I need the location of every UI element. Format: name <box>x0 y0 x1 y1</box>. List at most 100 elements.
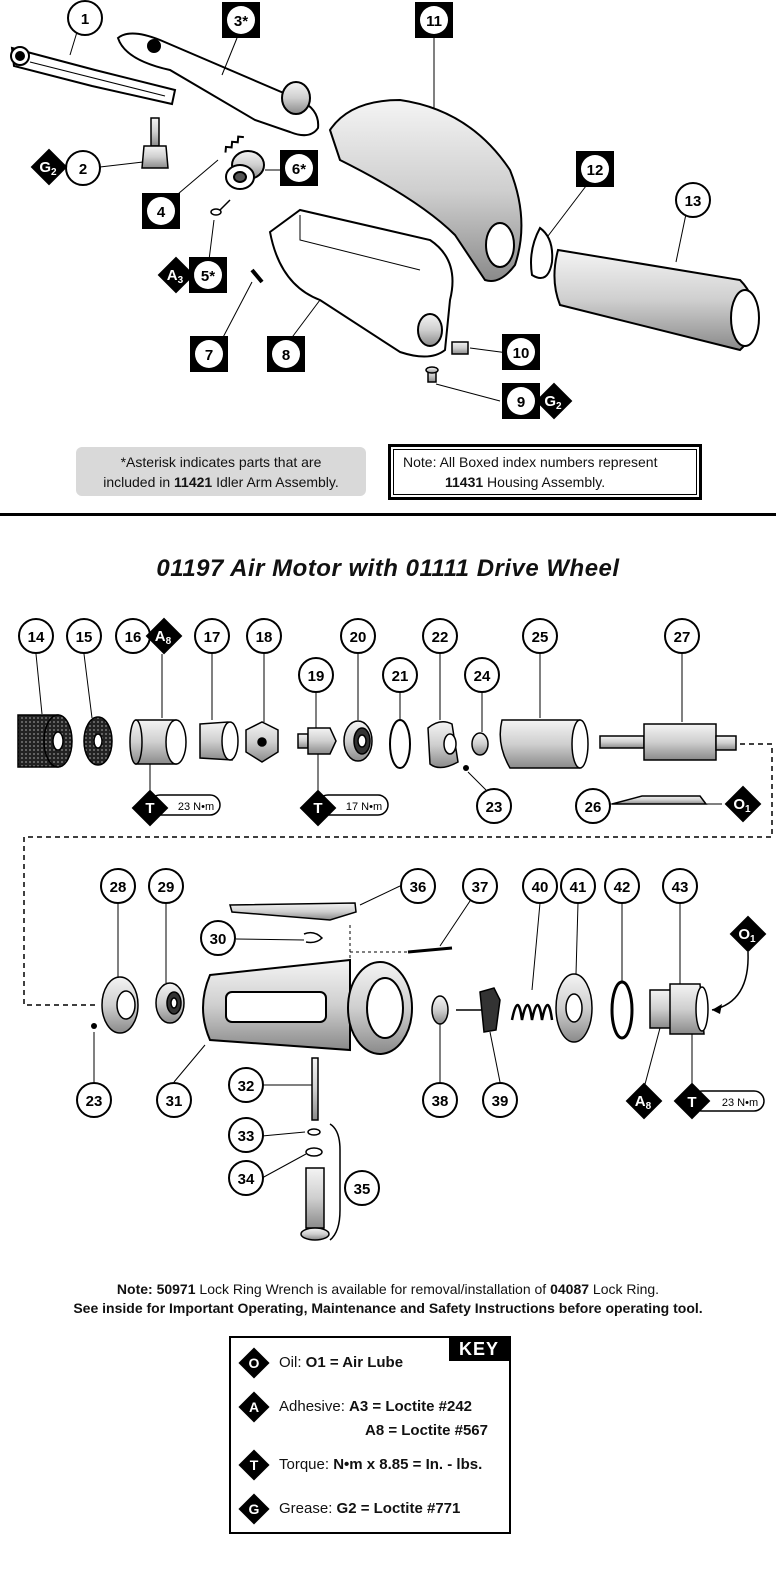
asterisk-note-line2: included in 11421 Idler Arm Assembly. <box>103 474 339 490</box>
part-5-drawing <box>210 199 231 216</box>
callout-23-top: 23 <box>476 788 512 824</box>
callout-17: 17 <box>194 618 230 654</box>
callout-14: 14 <box>18 618 54 654</box>
svg-text:29: 29 <box>158 879 175 896</box>
svg-text:6*: 6* <box>292 161 306 178</box>
svg-text:39: 39 <box>492 1093 509 1110</box>
svg-text:34: 34 <box>238 1171 255 1188</box>
svg-text:15: 15 <box>76 629 93 646</box>
svg-text:11: 11 <box>426 13 442 30</box>
svg-text:38: 38 <box>432 1093 449 1110</box>
part-4-drawing <box>224 135 244 153</box>
assembly-dashed-path <box>23 743 773 1006</box>
callout-40: 40 <box>522 868 558 904</box>
part-10-drawing <box>451 341 469 355</box>
callout-8-boxed: 8 <box>267 336 305 372</box>
part-32-drawing <box>311 1057 319 1121</box>
svg-text:5*: 5* <box>201 268 215 285</box>
svg-text:28: 28 <box>110 879 127 896</box>
callout-21: 21 <box>382 657 418 693</box>
svg-text:13: 13 <box>685 193 702 210</box>
callout-7-boxed: 7 <box>190 336 228 372</box>
adhesive-diamond-icon: A <box>238 1391 270 1423</box>
part-1-drawing <box>10 46 177 106</box>
callout-28: 28 <box>100 868 136 904</box>
part-17-drawing <box>199 721 239 761</box>
part-6-drawing <box>225 150 265 190</box>
part-9-drawing <box>425 366 439 383</box>
svg-text:35: 35 <box>354 1181 371 1198</box>
callout-16: 16 <box>115 618 151 654</box>
callout-10-boxed: 10 <box>502 334 540 370</box>
code-a3-diamond: A3 <box>157 256 195 294</box>
callout-18: 18 <box>246 618 282 654</box>
svg-text:7: 7 <box>205 347 213 364</box>
callout-2: 2 <box>65 150 101 186</box>
middle-leader-lines <box>35 653 722 805</box>
callout-22: 22 <box>422 618 458 654</box>
svg-text:37: 37 <box>472 879 489 896</box>
part-18-drawing <box>245 721 279 763</box>
svg-text:24: 24 <box>474 668 491 685</box>
svg-text:T: T <box>145 800 154 817</box>
key-title: KEY <box>448 1338 509 1361</box>
callout-27: 27 <box>664 618 700 654</box>
part-39-drawing <box>456 987 501 1033</box>
part-2-drawing <box>141 117 169 169</box>
callout-41: 41 <box>560 868 596 904</box>
asterisk-note-line1: *Asterisk indicates parts that are <box>120 454 322 470</box>
lower-leader-lines <box>93 885 693 1179</box>
svg-text:31: 31 <box>166 1093 183 1110</box>
svg-text:23: 23 <box>486 799 503 816</box>
torque-diamond-icon: T <box>238 1449 270 1481</box>
svg-text:27: 27 <box>674 629 691 646</box>
svg-text:T: T <box>687 1094 696 1111</box>
svg-text:1: 1 <box>81 11 89 28</box>
code-g2-diamond-top-left: G2 <box>30 148 68 186</box>
part-40-drawing <box>510 1003 554 1021</box>
callout-13: 13 <box>675 182 711 218</box>
callout-32: 32 <box>228 1067 264 1103</box>
callout-29: 29 <box>148 868 184 904</box>
callout-43: 43 <box>662 868 698 904</box>
bottom-note-line1: Note: 50971 Lock Ring Wrench is availabl… <box>116 1281 660 1297</box>
part-25-drawing <box>499 719 589 769</box>
svg-text:32: 32 <box>238 1078 255 1095</box>
part-16-drawing <box>129 719 187 765</box>
callout-19: 19 <box>298 657 334 693</box>
svg-text:14: 14 <box>28 629 45 646</box>
part-43-drawing <box>649 983 709 1035</box>
svg-text:41: 41 <box>570 879 587 896</box>
part-11-drawing <box>328 98 523 282</box>
part-38-drawing <box>431 995 449 1025</box>
callout-39: 39 <box>482 1082 518 1118</box>
svg-text:43: 43 <box>672 879 689 896</box>
svg-text:23 N•m: 23 N•m <box>178 801 214 813</box>
part-29-drawing <box>155 982 185 1024</box>
svg-text:36: 36 <box>410 879 427 896</box>
code-g2-diamond-part9: G2 <box>535 382 573 420</box>
part-27-drawing <box>599 723 737 761</box>
torque-badge-part43: T 23 N•m <box>673 1082 765 1120</box>
svg-text:10: 10 <box>513 345 530 362</box>
svg-text:17: 17 <box>204 629 221 646</box>
svg-text:33: 33 <box>238 1128 255 1145</box>
section-title: 01197 Air Motor with 01111 Drive Wheel <box>156 555 620 582</box>
bottom-note: Note: 50971 Lock Ring Wrench is availabl… <box>0 1280 776 1318</box>
svg-text:12: 12 <box>587 162 604 179</box>
part-20-drawing <box>343 720 373 762</box>
torque-badge-part16: T 23 N•m <box>131 789 221 827</box>
part-30-drawing <box>303 931 324 944</box>
svg-text:19: 19 <box>308 668 325 685</box>
part-13-drawing <box>553 248 760 352</box>
svg-text:16: 16 <box>125 629 142 646</box>
svg-text:40: 40 <box>532 879 549 896</box>
boxed-index-note: Note: All Boxed index numbers represent … <box>388 444 702 500</box>
svg-text:25: 25 <box>532 629 549 646</box>
part-3-drawing <box>116 32 320 137</box>
svg-text:2: 2 <box>79 161 87 178</box>
asterisk-note: *Asterisk indicates parts that are inclu… <box>76 447 366 496</box>
